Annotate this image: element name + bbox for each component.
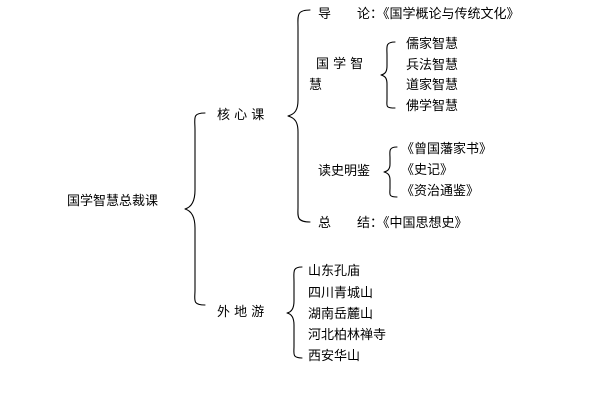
tour-yuelu-mountain: 湖南岳麓山 [308,307,374,322]
branch-core-course: 核 心 课 [217,108,265,123]
item-guoxue-wisdom-cont: 慧 [309,78,323,93]
wisdom-confucian: 儒家智慧 [406,37,459,52]
tour-bailin-temple: 河北柏林禅寺 [308,328,387,343]
book-zeng-guofan: 《曾国藩家书》 [401,142,493,157]
wisdom-brace [380,41,396,109]
tour-brace [286,266,303,359]
book-shiji: 《史记》 [401,163,454,178]
wisdom-taoist: 道家智慧 [406,78,459,93]
root-title: 国学智慧总裁课 [67,194,159,209]
branch-external-tour: 外 地 游 [217,305,265,320]
item-summary: 总 结：《中国思想史》 [318,216,468,231]
tour-confucius-temple: 山东孔庙 [308,264,361,279]
wisdom-buddhist: 佛学智慧 [406,99,459,114]
item-introduction: 导 论：《国学概论与传统文化》 [318,7,520,22]
item-history-lessons: 读史明鉴 [318,164,371,179]
book-zizhi-tongjian: 《资治通鉴》 [401,184,480,199]
core-course-brace [287,9,311,223]
wisdom-military: 兵法智慧 [406,58,459,73]
tour-qingcheng-mountain: 四川青城山 [308,286,374,301]
history-brace [383,146,398,198]
tour-huashan-mountain: 西安华山 [308,349,361,364]
root-brace [184,112,206,306]
item-guoxue-wisdom: 国 学 智 [316,57,364,72]
